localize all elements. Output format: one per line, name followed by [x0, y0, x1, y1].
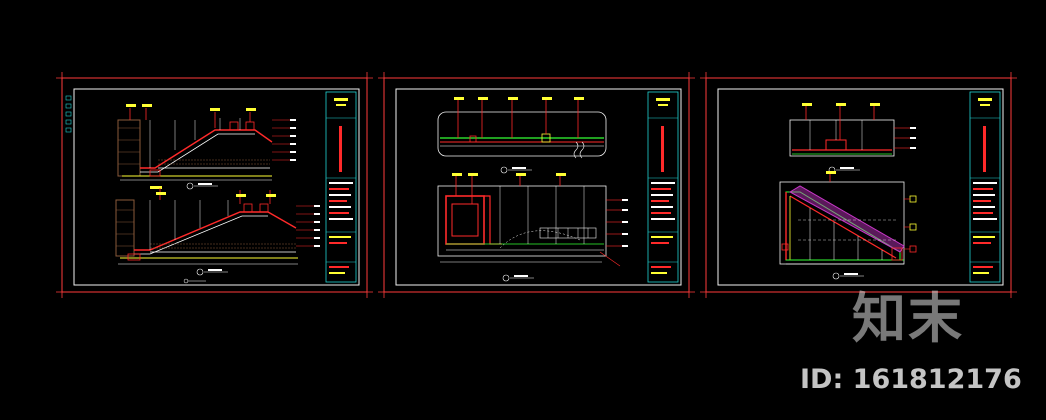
ceiling-detail-upper: [437, 97, 607, 174]
sheet-border: [717, 88, 1004, 286]
drawing-sheet-3: [700, 72, 1017, 298]
drawing-sheet-1: [56, 72, 373, 298]
stair-section-upper: [117, 104, 296, 190]
section-detail-upper: [789, 103, 916, 174]
wall-elevation-lower: [437, 173, 628, 282]
sheet-border: [395, 88, 682, 286]
stair-section-triangular: [779, 171, 917, 280]
watermark-logo: 知末: [852, 287, 964, 350]
title-block: [969, 91, 1001, 283]
stair-section-lower: [115, 188, 320, 284]
title-block: [647, 91, 679, 283]
sheet-outer-frame: [383, 77, 690, 293]
drawing-sheet-2: [378, 72, 695, 298]
title-block: [325, 91, 357, 283]
sheet-border: [73, 88, 360, 286]
watermark-id: ID: 161812176: [800, 364, 1022, 395]
